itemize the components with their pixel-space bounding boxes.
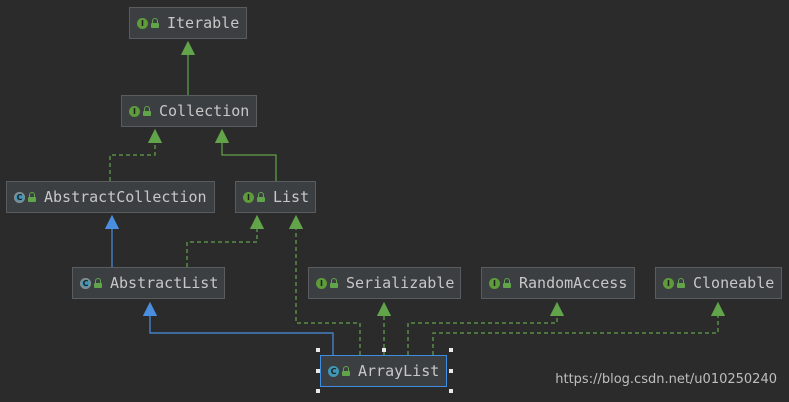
lock-icon bbox=[94, 278, 102, 288]
edge-arraylist-to-cloneable bbox=[432, 301, 726, 355]
edge-arraylist-to-abstractlist bbox=[142, 301, 334, 355]
node-serializable[interactable]: I Serializable bbox=[308, 267, 461, 299]
interface-icon: I bbox=[489, 277, 500, 289]
node-cloneable[interactable]: I Cloneable bbox=[655, 267, 782, 299]
class-icon: C bbox=[328, 365, 339, 377]
node-array-list[interactable]: C ArrayList bbox=[320, 355, 447, 387]
lock-icon bbox=[143, 106, 151, 116]
lock-icon bbox=[151, 18, 159, 28]
selection-handle-bottom-left[interactable] bbox=[316, 389, 320, 393]
edge-arraylist-to-randomaccess bbox=[407, 301, 565, 355]
abstract-class-icon: C bbox=[80, 277, 91, 289]
edge-abstractcollection-to-collection bbox=[109, 128, 163, 181]
node-label: RandomAccess bbox=[519, 274, 628, 292]
node-collection[interactable]: I Collection bbox=[121, 95, 257, 127]
node-label: Iterable bbox=[167, 14, 240, 32]
interface-icon: I bbox=[663, 277, 674, 289]
interface-icon: I bbox=[137, 17, 148, 29]
lock-icon bbox=[503, 278, 511, 288]
watermark-url: https://blog.csdn.net/u010250240 bbox=[555, 372, 777, 387]
lock-icon bbox=[257, 192, 265, 202]
node-list[interactable]: I List bbox=[235, 181, 316, 213]
node-abstract-list[interactable]: C AbstractList bbox=[72, 267, 225, 299]
selection-handle-top-left[interactable] bbox=[316, 348, 320, 352]
edge-abstractlist-to-list bbox=[186, 214, 265, 267]
interface-icon: I bbox=[129, 105, 140, 117]
lock-icon bbox=[330, 278, 338, 288]
edge-arraylist-to-list bbox=[288, 214, 361, 355]
interface-icon: I bbox=[243, 191, 254, 203]
lock-icon bbox=[28, 192, 36, 202]
node-label: Cloneable bbox=[693, 274, 775, 292]
selection-handle-mid-right[interactable] bbox=[449, 369, 453, 373]
lock-icon bbox=[342, 366, 350, 376]
node-abstract-collection[interactable]: C AbstractCollection bbox=[6, 181, 215, 213]
node-label: Serializable bbox=[346, 274, 455, 292]
selection-handle-top-mid[interactable] bbox=[382, 348, 386, 352]
node-random-access[interactable]: I RandomAccess bbox=[481, 267, 635, 299]
lock-icon bbox=[677, 278, 685, 288]
node-iterable[interactable]: I Iterable bbox=[129, 7, 247, 39]
node-label: AbstractCollection bbox=[44, 188, 207, 206]
node-label: AbstractList bbox=[110, 274, 219, 292]
abstract-class-icon: C bbox=[14, 191, 25, 203]
selection-handle-top-right[interactable] bbox=[449, 348, 453, 352]
selection-handle-bottom-right[interactable] bbox=[449, 389, 453, 393]
interface-icon: I bbox=[316, 277, 327, 289]
node-label: ArrayList bbox=[358, 362, 440, 380]
node-label: List bbox=[273, 188, 310, 206]
node-label: Collection bbox=[159, 102, 250, 120]
selection-handle-mid-left[interactable] bbox=[316, 369, 320, 373]
edge-list-to-collection bbox=[214, 128, 277, 181]
